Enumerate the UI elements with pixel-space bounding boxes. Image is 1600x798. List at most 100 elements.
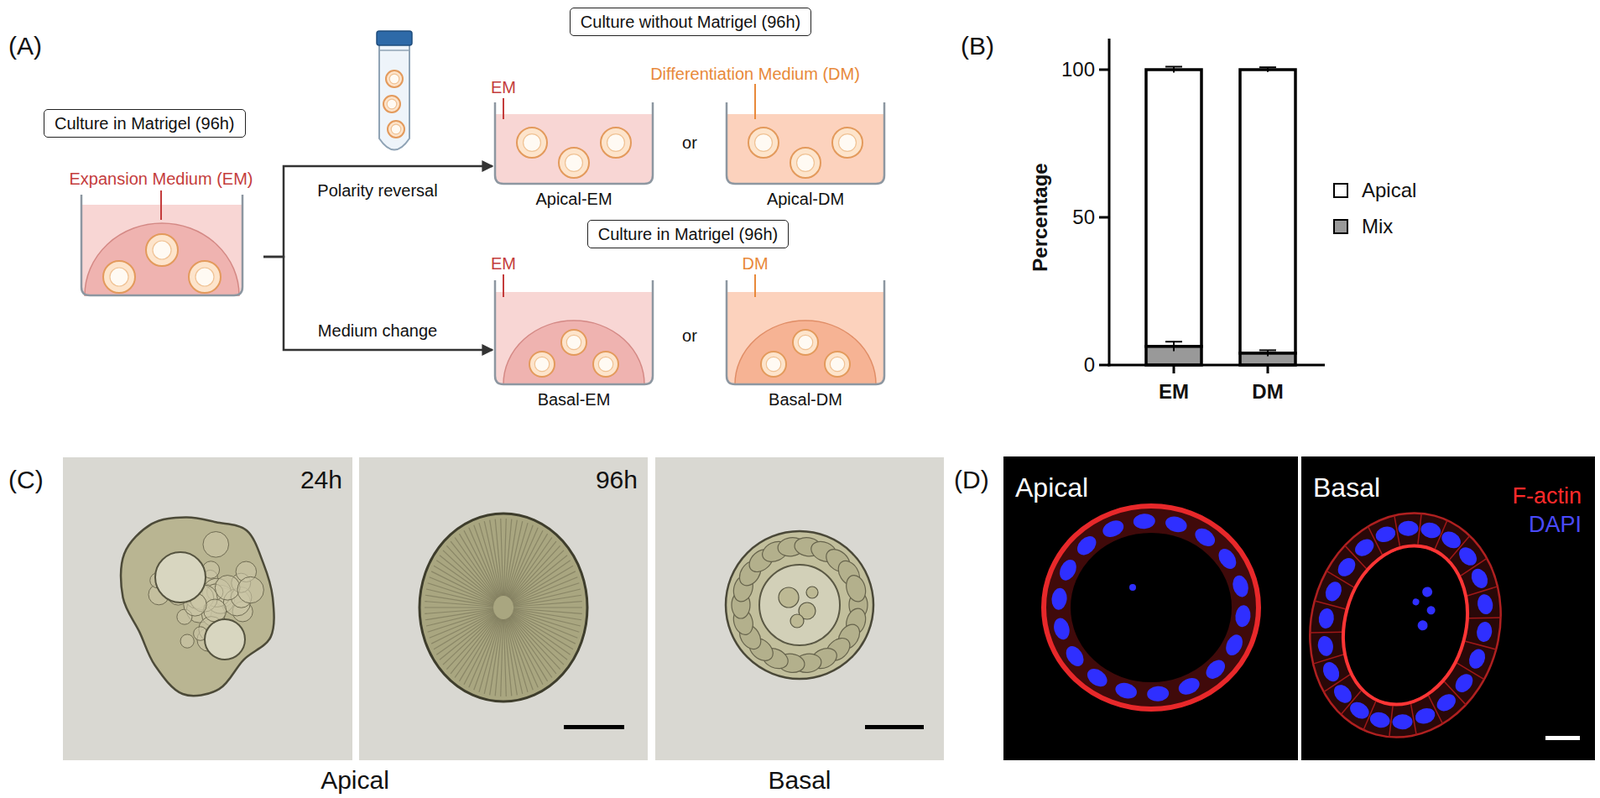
medium-callout: Expansion Medium (EM) xyxy=(69,168,254,189)
scale-bar xyxy=(865,724,924,730)
organoid-24h xyxy=(237,576,264,603)
time-label: 24h xyxy=(300,465,343,496)
leader-line xyxy=(754,274,756,298)
apical-out-organoid xyxy=(1176,674,1203,698)
organoid-96h xyxy=(505,521,523,596)
organoid-24h xyxy=(203,531,230,558)
organoid-96h xyxy=(513,594,582,606)
legend-swatch xyxy=(1333,218,1349,235)
error-bar xyxy=(1172,66,1175,73)
organoid-icon xyxy=(565,154,584,172)
organoid-icon xyxy=(792,329,819,355)
organoid-24h xyxy=(120,516,275,696)
centrifuge-tube xyxy=(376,31,412,151)
organoid-basal xyxy=(806,586,819,599)
organoid-icon xyxy=(600,127,631,158)
panel-letter: (C) xyxy=(8,465,44,496)
organoid-96h xyxy=(509,617,548,682)
culture-well-drawing xyxy=(495,291,653,385)
organoid-96h xyxy=(454,536,497,598)
basal-out-organoid xyxy=(1285,491,1526,760)
basal-out-organoid xyxy=(1464,641,1496,650)
centrifuge-tube xyxy=(379,43,410,151)
basal-out-organoid xyxy=(1451,670,1476,696)
organoid-96h xyxy=(509,616,552,678)
organoid-icon xyxy=(103,260,136,293)
scale-bar xyxy=(563,724,625,730)
basal-out-organoid xyxy=(1412,705,1437,726)
organoid-icon xyxy=(598,356,613,371)
basal-out-organoid xyxy=(1334,554,1359,580)
organoid-96h xyxy=(419,513,588,702)
organoid-24h xyxy=(180,634,194,648)
stacked-bar-chart xyxy=(1099,38,1325,374)
organoid-icon xyxy=(516,127,548,158)
y-tick xyxy=(1099,216,1110,219)
y-tick xyxy=(1099,364,1110,367)
organoid-96h xyxy=(484,619,501,694)
apical-out-organoid xyxy=(1230,573,1251,600)
organoid-96h xyxy=(429,611,495,638)
medium-callout: DM xyxy=(741,254,768,274)
organoid-icon xyxy=(824,351,850,377)
error-bar xyxy=(1172,341,1175,351)
apical-out-organoid xyxy=(1043,505,1259,709)
organoid-basal xyxy=(790,614,804,628)
basal-out-organoid xyxy=(1319,659,1343,684)
bar-apical xyxy=(1240,69,1296,354)
confocal-images xyxy=(1003,456,1595,761)
organoid-96h xyxy=(505,619,517,696)
category-label: DM xyxy=(1251,380,1283,404)
basal-out-organoid xyxy=(1373,524,1397,545)
step-title: Culture in Matrigel (96h) xyxy=(598,224,779,245)
organoid-icon xyxy=(109,267,129,287)
organoid-icon xyxy=(383,95,401,113)
legend-text: Mix xyxy=(1361,214,1393,239)
organoid-96h xyxy=(429,577,495,604)
organoid-96h xyxy=(504,619,512,696)
organoid-icon xyxy=(839,134,857,152)
organoid-96h xyxy=(479,522,501,596)
organoid-icon xyxy=(387,120,405,138)
organoid-96h xyxy=(458,533,498,598)
organoid-96h xyxy=(503,619,506,697)
basal-out-organoid xyxy=(1351,535,1377,559)
stain-label: DAPI xyxy=(1528,511,1582,538)
organoid-icon xyxy=(748,127,779,158)
basal-out-organoid xyxy=(1368,709,1392,730)
apical-out-organoid xyxy=(1214,545,1241,573)
organoid-96h xyxy=(513,601,583,607)
medium-callout: EM xyxy=(490,78,516,98)
x-axis xyxy=(1108,364,1326,367)
organoid-icon xyxy=(188,260,221,293)
organoid-icon xyxy=(600,127,631,158)
culture-well-drawing xyxy=(495,114,653,184)
apical-out-organoid xyxy=(1043,505,1259,709)
tick-label: 100 xyxy=(1061,57,1095,82)
basal-out-organoid xyxy=(1418,520,1443,541)
organoid-icon xyxy=(607,134,626,152)
micrograph-background xyxy=(62,457,353,761)
step-box: Culture without Matrigel (96h) xyxy=(569,7,812,37)
error-bar xyxy=(1266,349,1269,356)
organoid-icon xyxy=(386,99,397,110)
legend-swatch xyxy=(1333,182,1349,199)
edge-label: Medium change xyxy=(317,321,438,341)
culture-well-drawing xyxy=(726,114,885,184)
organoid-icon xyxy=(797,334,813,350)
apical-out-organoid xyxy=(1146,685,1170,703)
culture-well-drawing xyxy=(734,320,876,385)
culture-well-drawing xyxy=(495,280,653,385)
culture-well-drawing xyxy=(726,102,885,184)
condition-label: Apical xyxy=(1015,472,1089,504)
organoid-icon xyxy=(790,147,821,178)
organoid-icon xyxy=(797,154,815,172)
organoid-icon xyxy=(516,127,548,158)
organoid-icon xyxy=(103,260,136,293)
process-arrow xyxy=(263,166,493,257)
organoid-icon xyxy=(385,70,403,88)
well-label: Apical-EM xyxy=(495,188,653,209)
organoid-icon xyxy=(145,234,178,266)
category-label: EM xyxy=(1158,380,1189,404)
condition-label: Apical xyxy=(320,766,390,796)
